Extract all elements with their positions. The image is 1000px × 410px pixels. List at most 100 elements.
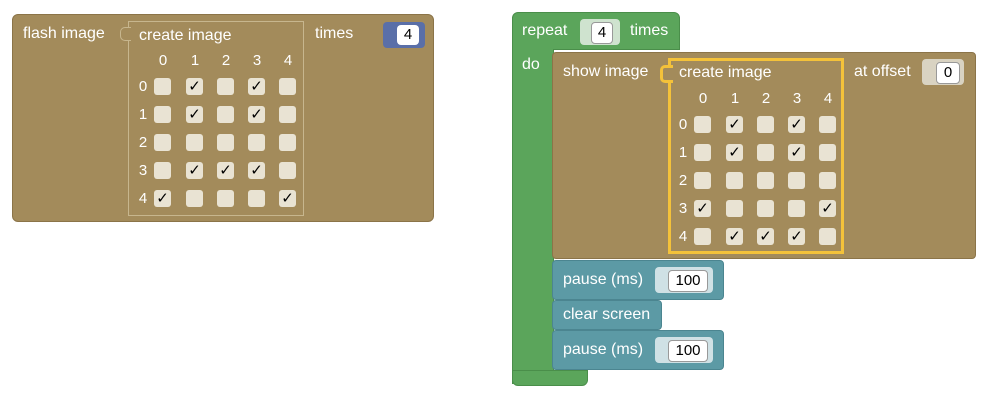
check-icon: ✓ xyxy=(250,77,263,95)
led-checkbox[interactable] xyxy=(788,172,805,189)
led-checkbox[interactable] xyxy=(154,162,171,179)
led-checkbox-checked[interactable]: ✓ xyxy=(726,228,743,245)
led-checkbox-checked[interactable]: ✓ xyxy=(788,116,805,133)
led-checkbox[interactable] xyxy=(217,190,234,207)
check-icon: ✓ xyxy=(250,161,263,179)
clear-screen-block[interactable] xyxy=(552,300,662,330)
repeat-block-spine xyxy=(512,49,554,384)
grid-column-header: 2 xyxy=(221,52,231,69)
grid-row-label: 2 xyxy=(678,172,688,189)
led-checkbox[interactable] xyxy=(248,134,265,151)
pause-input[interactable]: 100 xyxy=(668,270,708,292)
check-icon: ✓ xyxy=(281,189,294,207)
led-checkbox[interactable] xyxy=(694,172,711,189)
grid-row-label: 1 xyxy=(138,106,148,123)
flash-image-label: flash image xyxy=(23,25,105,42)
led-checkbox-checked[interactable]: ✓ xyxy=(186,106,203,123)
check-icon: ✓ xyxy=(156,189,169,207)
led-checkbox-checked[interactable]: ✓ xyxy=(248,162,265,179)
led-checkbox[interactable] xyxy=(154,78,171,95)
led-checkbox[interactable] xyxy=(279,106,296,123)
offset-input[interactable]: 0 xyxy=(936,62,960,84)
grid-row-label: 2 xyxy=(138,134,148,151)
led-checkbox-checked[interactable]: ✓ xyxy=(819,200,836,217)
grid-column-header: 2 xyxy=(761,90,771,107)
led-checkbox[interactable] xyxy=(154,134,171,151)
check-icon: ✓ xyxy=(188,161,201,179)
led-checkbox[interactable] xyxy=(757,116,774,133)
led-checkbox-checked[interactable]: ✓ xyxy=(788,144,805,161)
led-checkbox[interactable] xyxy=(279,162,296,179)
led-checkbox[interactable] xyxy=(788,200,805,217)
times-input[interactable]: 4 xyxy=(397,25,419,45)
led-checkbox[interactable] xyxy=(819,144,836,161)
led-checkbox[interactable] xyxy=(279,78,296,95)
led-checkbox-checked[interactable]: ✓ xyxy=(279,190,296,207)
led-checkbox-checked[interactable]: ✓ xyxy=(726,144,743,161)
grid-row-label: 4 xyxy=(678,228,688,245)
led-checkbox[interactable] xyxy=(217,134,234,151)
led-checkbox-checked[interactable]: ✓ xyxy=(694,200,711,217)
check-icon: ✓ xyxy=(188,105,201,123)
led-checkbox[interactable] xyxy=(154,106,171,123)
grid-column-header: 4 xyxy=(823,90,833,107)
repeat-count-input[interactable]: 4 xyxy=(591,22,613,44)
pause-label: pause (ms) xyxy=(563,271,644,288)
grid-row-label: 3 xyxy=(678,200,688,217)
led-checkbox[interactable] xyxy=(819,228,836,245)
grid-row-label: 0 xyxy=(138,78,148,95)
grid-row-label: 1 xyxy=(678,144,688,161)
led-checkbox-checked[interactable]: ✓ xyxy=(788,228,805,245)
times-label: times xyxy=(315,25,354,42)
led-checkbox[interactable] xyxy=(217,78,234,95)
led-checkbox-checked[interactable]: ✓ xyxy=(248,78,265,95)
grid-row-label: 4 xyxy=(138,190,148,207)
led-checkbox-checked[interactable]: ✓ xyxy=(154,190,171,207)
led-checkbox-checked[interactable]: ✓ xyxy=(248,106,265,123)
repeat-times-label: times xyxy=(630,22,669,39)
check-icon: ✓ xyxy=(821,199,834,217)
check-icon: ✓ xyxy=(728,227,741,245)
show-image-label: show image xyxy=(563,63,649,80)
pause-input[interactable]: 100 xyxy=(668,340,708,362)
led-checkbox[interactable] xyxy=(279,134,296,151)
grid-column-header: 3 xyxy=(252,52,262,69)
led-checkbox-checked[interactable]: ✓ xyxy=(726,116,743,133)
led-checkbox[interactable] xyxy=(186,190,203,207)
led-checkbox[interactable] xyxy=(217,106,234,123)
led-checkbox-checked[interactable]: ✓ xyxy=(186,78,203,95)
led-checkbox[interactable] xyxy=(694,116,711,133)
check-icon: ✓ xyxy=(728,143,741,161)
check-icon: ✓ xyxy=(790,143,803,161)
check-icon: ✓ xyxy=(219,161,232,179)
led-checkbox[interactable] xyxy=(694,228,711,245)
led-checkbox[interactable] xyxy=(757,144,774,161)
connector-notch xyxy=(120,27,131,41)
connector-notch xyxy=(660,65,673,83)
grid-column-header: 1 xyxy=(730,90,740,107)
grid-column-header: 3 xyxy=(792,90,802,107)
led-checkbox-checked[interactable]: ✓ xyxy=(757,228,774,245)
create-image-label: create image xyxy=(139,27,232,44)
led-checkbox-checked[interactable]: ✓ xyxy=(217,162,234,179)
clear-screen-label: clear screen xyxy=(563,306,651,323)
led-checkbox[interactable] xyxy=(186,134,203,151)
led-checkbox[interactable] xyxy=(757,200,774,217)
check-icon: ✓ xyxy=(790,227,803,245)
led-checkbox[interactable] xyxy=(248,190,265,207)
led-checkbox[interactable] xyxy=(819,172,836,189)
check-icon: ✓ xyxy=(728,115,741,133)
grid-column-header: 0 xyxy=(158,52,168,69)
grid-column-header: 1 xyxy=(190,52,200,69)
grid-column-header: 0 xyxy=(698,90,708,107)
led-checkbox-checked[interactable]: ✓ xyxy=(186,162,203,179)
led-checkbox[interactable] xyxy=(757,172,774,189)
led-checkbox[interactable] xyxy=(819,116,836,133)
led-checkbox[interactable] xyxy=(694,144,711,161)
check-icon: ✓ xyxy=(188,77,201,95)
led-checkbox[interactable] xyxy=(726,200,743,217)
led-checkbox[interactable] xyxy=(726,172,743,189)
do-label: do xyxy=(522,56,540,73)
